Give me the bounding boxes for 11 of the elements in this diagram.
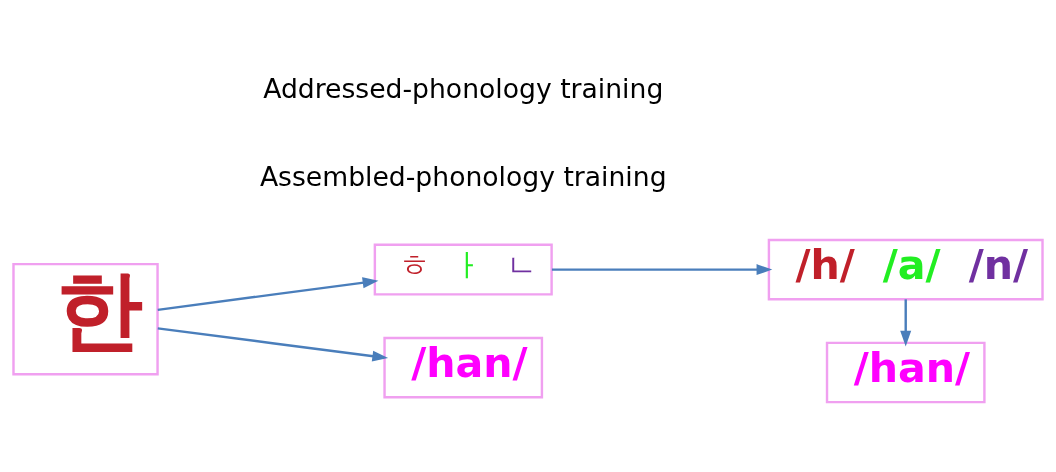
arrow (551, 264, 773, 276)
node-box: ㅎ ㅏ ㄴ (373, 243, 553, 296)
label: Addressed-phonology training (263, 73, 664, 105)
arrow (157, 327, 389, 362)
node-box: 한 (12, 262, 159, 376)
label: Assembled-phonology training (259, 160, 667, 192)
node-box: /han/ (825, 341, 986, 404)
arrow (900, 299, 912, 347)
node-box: /h/ /a/ /n/ (767, 238, 1044, 301)
node-box: /han/ (383, 336, 544, 399)
arrow (157, 277, 379, 312)
